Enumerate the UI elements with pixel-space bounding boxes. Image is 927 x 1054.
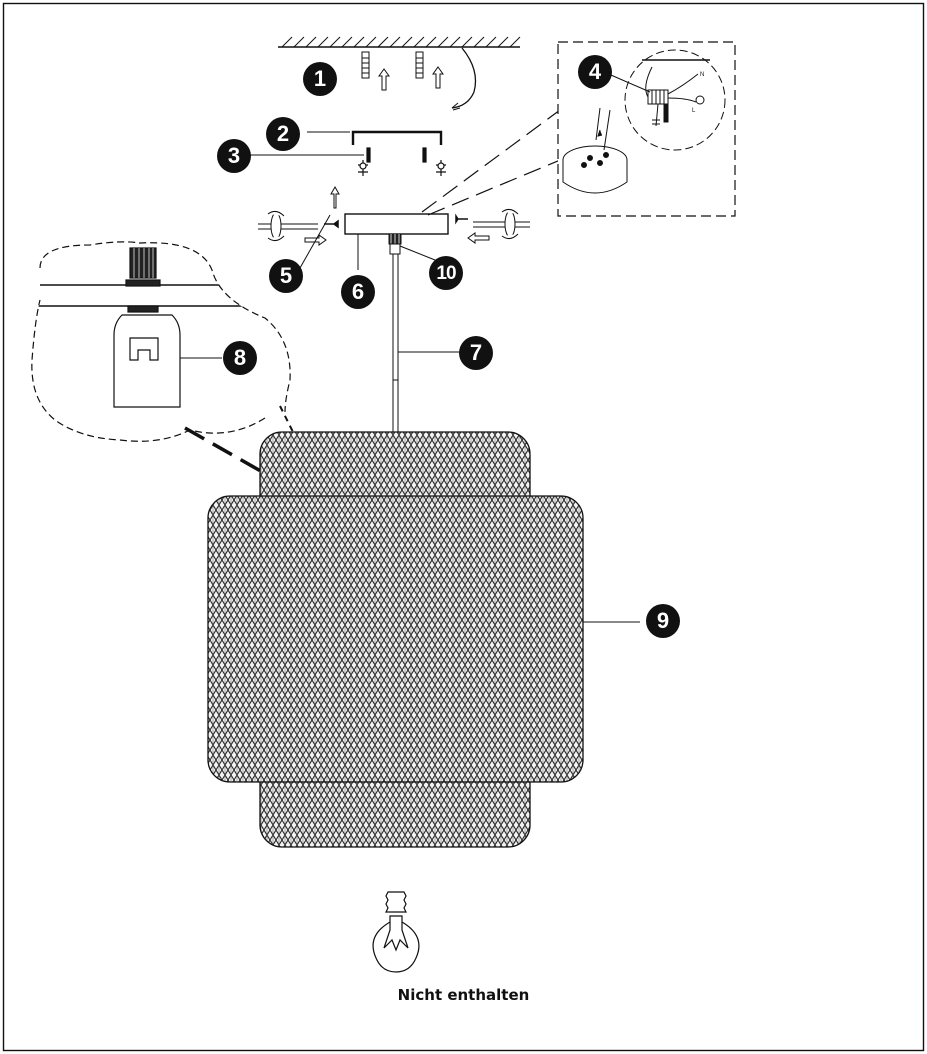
ceiling-hatch-icon	[278, 36, 521, 48]
svg-text:L: L	[692, 108, 696, 114]
lamp-holder-detail-frame	[31, 241, 291, 442]
up-arrow-icon	[378, 66, 444, 91]
callout-5: 5	[269, 259, 303, 293]
callout-8: 8	[223, 341, 257, 375]
screw-icon	[366, 147, 427, 163]
knurled-nut-icon	[258, 208, 530, 242]
cord	[392, 254, 399, 432]
callout-4: 4	[578, 55, 612, 89]
screw-icon	[358, 160, 446, 176]
callout-2: 2	[266, 117, 300, 151]
mounting-bracket-icon	[351, 130, 443, 145]
callout-1: 1	[303, 62, 337, 96]
terminal-block-icon: N L	[624, 49, 726, 151]
svg-text:N: N	[700, 72, 704, 78]
knurled-nut-icon	[388, 233, 402, 255]
wall-plug-icon	[361, 51, 424, 79]
supply-wire	[451, 47, 477, 109]
callout-9: 9	[646, 604, 680, 638]
callout-6: 6	[341, 275, 375, 309]
bulb-not-included-caption: Nicht enthalten	[397, 986, 530, 1004]
canopy-open-icon	[562, 107, 628, 194]
woven-shade-icon	[207, 431, 584, 848]
up-arrow-icon	[330, 185, 340, 209]
light-bulb-icon	[372, 891, 420, 973]
canopy-icon	[344, 213, 449, 235]
callout-7: 7	[459, 336, 493, 370]
lamp-holder-icon	[113, 247, 181, 408]
callout-10: 10	[429, 256, 463, 290]
callout-3: 3	[217, 139, 251, 173]
